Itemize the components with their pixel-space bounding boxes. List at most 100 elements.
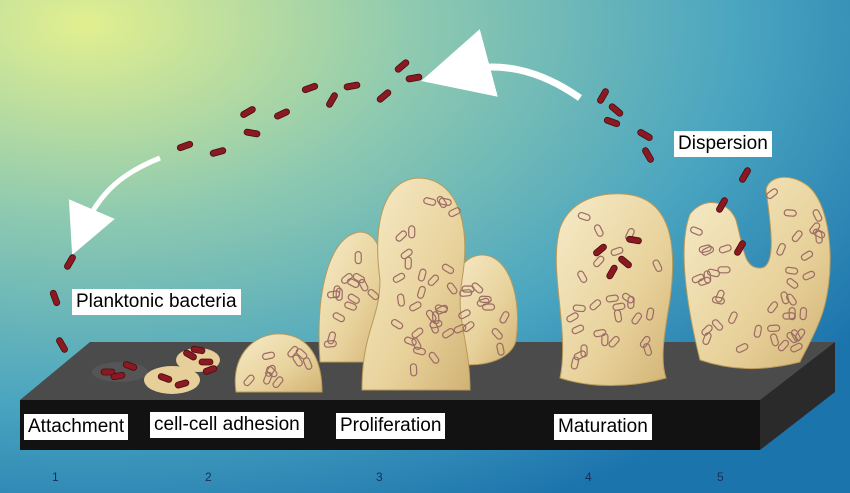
bacterium [434,304,448,314]
bacterium [287,345,299,358]
bacterium [593,329,607,338]
bacterium [174,379,190,389]
bacterium [631,312,643,325]
bacterium [411,327,424,339]
bacterium [637,129,653,141]
bacterium [332,285,341,299]
bacterium [734,240,746,256]
bacterium [263,371,273,385]
bacterium [425,309,437,322]
bacterium [240,106,256,118]
bacterium [461,285,475,293]
bacterium [409,363,418,377]
bacterium [799,307,808,321]
bacterium [416,285,426,299]
bacterium [652,259,663,273]
bacterium [703,270,712,284]
bacterium [261,351,276,361]
bacterium [183,349,197,361]
bacterium [571,324,585,335]
bacterium [122,361,138,371]
bacterium [476,297,490,307]
bacterium [209,147,227,157]
bacterium [698,244,712,254]
bacterium [690,226,703,236]
bacterium [352,272,366,284]
bacterium [802,270,816,281]
bacterium [332,312,346,323]
bacterium [606,264,618,280]
bacterium [577,270,588,283]
mature-biofilm [555,193,674,386]
maturation-label: Maturation [554,414,652,440]
bacterium [790,342,803,353]
bacterium [243,128,261,138]
bacterium [791,230,803,243]
bacterium [436,195,448,209]
bacterium [478,295,492,304]
bacterium [340,272,353,284]
bacterium [603,116,621,128]
return-arrow [421,29,583,101]
bacterium [766,188,778,200]
bacterium [701,245,715,256]
bacterium [404,256,412,270]
bacterium [612,302,626,311]
bacterium [462,321,475,333]
bacterium [431,311,440,325]
bacterium [580,344,588,358]
bacterium [198,358,214,366]
bacterium [728,311,738,325]
bacterium [589,299,602,311]
bacterium [265,364,276,377]
bacterium [417,268,427,282]
bacterium [343,81,361,91]
bacterium [404,336,417,346]
bacterium [785,266,799,275]
bacterium [621,292,635,304]
bacterium [423,197,437,206]
bacterium [347,293,360,304]
bacterium [566,312,579,323]
bacterium [429,319,443,329]
proliferation-label: Proliferation [336,413,446,439]
bacterium [783,209,797,217]
bacterium [335,287,343,301]
bacterium [593,224,604,237]
bacterium [496,342,505,356]
bacterium [610,246,624,257]
bacterium [788,307,796,321]
bacterium [777,339,790,352]
bacterium [645,307,655,321]
bacterium [448,207,461,218]
dispersing-biofilm [683,176,831,370]
bacterium [717,266,731,274]
bacterium [499,311,510,324]
bacterium [400,248,413,260]
bacterium [481,303,496,311]
bacterium [266,365,278,378]
bacterium [471,282,484,294]
bacterium [642,147,654,163]
bacterium [691,273,705,284]
bacterium [346,278,360,289]
bacterium [394,59,410,73]
bacterium [739,167,751,183]
bacterium [716,197,728,213]
dispersion-label: Dispersion [674,131,772,157]
bacterium [301,82,319,94]
bacterium [786,277,799,289]
bacterium [100,368,116,376]
bacterium [608,103,624,117]
bacterium [718,244,732,254]
bacterium [395,230,408,242]
bacterium [711,296,725,305]
bacterium [110,371,126,381]
bacterium [753,324,763,338]
bacterium [570,356,580,370]
bacterium [572,304,586,313]
bacterium [701,324,713,336]
bacterium [601,333,609,347]
step-number-5: 5 [717,470,724,484]
